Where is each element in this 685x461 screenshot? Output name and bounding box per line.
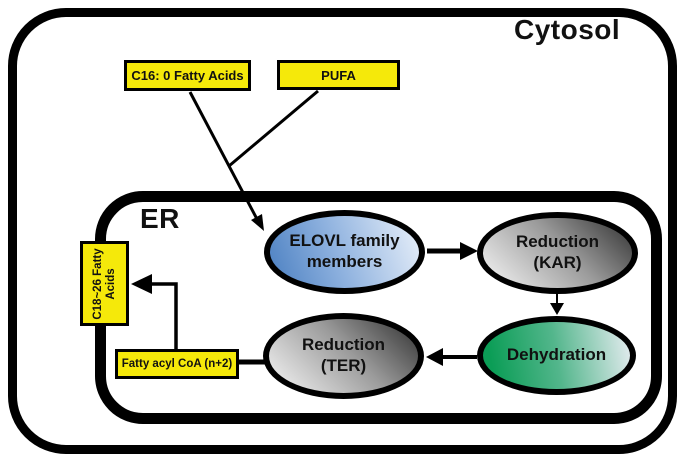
c16-fatty-acids-label: C16: 0 Fatty Acids <box>131 68 244 83</box>
fatty-acyl-coa-box: Fatty acyl CoA (n+2) <box>115 349 239 379</box>
elovl-node: ELOVL family members <box>264 210 425 294</box>
cytosol-membrane <box>8 8 677 454</box>
c18-26-fatty-acids-box: C18~26 Fatty Acids <box>80 241 129 326</box>
reduction-kar-node: Reduction (KAR) <box>477 212 638 294</box>
dehydration-label: Dehydration <box>506 345 607 365</box>
kar-label-line2: (KAR) <box>533 253 582 272</box>
c16-fatty-acids-box: C16: 0 Fatty Acids <box>124 60 251 91</box>
ter-label-line1: Reduction <box>301 335 386 355</box>
ter-label-line2: (TER) <box>320 356 367 375</box>
reduction-ter-node: Reduction (TER) <box>263 313 424 399</box>
cytosol-label: Cytosol <box>514 14 621 45</box>
elovl-label-line1: ELOVL family <box>289 231 400 251</box>
elovl-label-line2: members <box>306 252 383 271</box>
pufa-label: PUFA <box>321 67 356 83</box>
c18-26-fatty-acids-label: C18~26 Fatty Acids <box>91 247 117 320</box>
kar-label-line1: Reduction <box>515 232 600 252</box>
dehydration-node: Dehydration <box>477 316 636 395</box>
pufa-box: PUFA <box>277 60 400 90</box>
er-label: ER <box>140 203 180 234</box>
fatty-acyl-coa-label: Fatty acyl CoA (n+2) <box>121 358 233 370</box>
